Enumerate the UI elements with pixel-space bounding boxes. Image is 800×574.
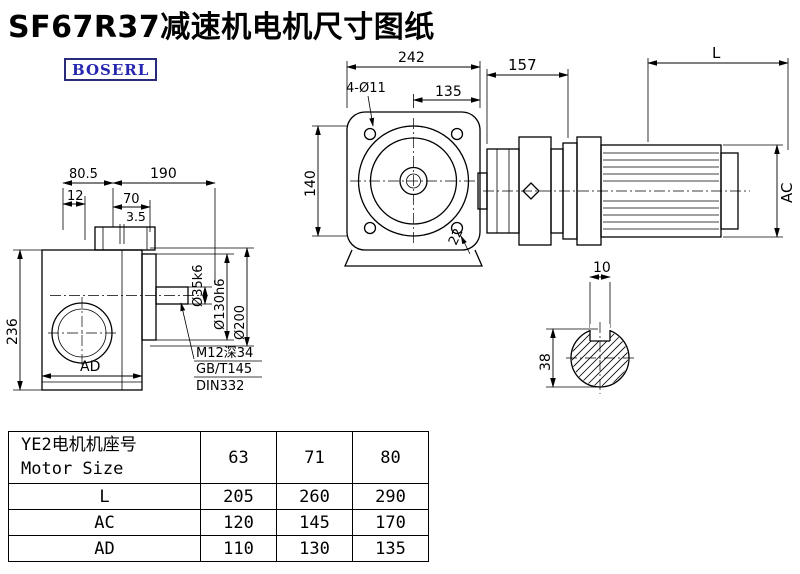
dim-housing-height: 236 [5, 318, 21, 345]
dim-front-height: 140 [303, 170, 319, 197]
cell-value: 145 [276, 509, 353, 536]
dim-shaft-section-dia: 38 [538, 353, 554, 371]
shaft-section-view: 10 38 [538, 260, 634, 394]
table-row-AD: AD 110 130 135 [8, 535, 429, 562]
gearbox-side-view: 80.5 190 12 70 3.5 236 AD Ø35k6 Ø130h6 Ø… [5, 166, 262, 394]
front-view: 242 135 4-Ø11 140 22 [303, 50, 488, 267]
brand-badge: BOSERL [64, 58, 158, 81]
cell-value: 110 [200, 535, 277, 562]
cell-value: 205 [200, 483, 277, 510]
dim-step-1: 12 [67, 189, 84, 204]
row-label: AD [8, 535, 201, 562]
dim-motor-length: L [712, 44, 721, 62]
dim-bolt-holes: 4-Ø11 [346, 81, 386, 96]
cell-value: 130 [276, 535, 353, 562]
cell-value: 135 [352, 535, 429, 562]
dim-key-width: 10 [593, 260, 611, 276]
dimension-table: YE2电机机座号 Motor Size 63 71 80 L 205 260 2… [8, 431, 429, 562]
size-value: 63 [200, 431, 277, 484]
note-std1: GB/T145 [196, 362, 252, 377]
dim-step-3: 3.5 [126, 209, 146, 224]
dim-bolt-offset: 135 [435, 84, 462, 100]
cell-value: 290 [352, 483, 429, 510]
dim-shaft-dia: Ø35k6 [191, 264, 206, 307]
motor-size-label-en: Motor Size [21, 458, 124, 479]
motor-size-label-cn: YE2电机机座号 [21, 434, 137, 455]
row-label: L [8, 483, 201, 510]
dim-foot-width: AD [80, 359, 100, 375]
row-label: AC [8, 509, 201, 536]
dim-step-2: 70 [123, 192, 140, 207]
cell-value: 260 [276, 483, 353, 510]
cell-value: 120 [200, 509, 277, 536]
dim-flange-dia: Ø200 [233, 305, 248, 340]
note-tap: M12深34 [196, 346, 253, 361]
dim-edge: 22 [446, 226, 467, 247]
size-value: 80 [352, 431, 429, 484]
dim-top-width-1: 80.5 [69, 167, 98, 182]
brand-label: BOSERL [72, 61, 150, 79]
page-title: SF67R37减速机电机尺寸图纸 [8, 10, 435, 45]
cell-value: 170 [352, 509, 429, 536]
motor-size-header-cell: YE2电机机座号 Motor Size [8, 431, 201, 484]
motor-side-view: 157 L AC [483, 44, 796, 246]
dim-spigot-dia: Ø130h6 [213, 278, 228, 330]
note-std2: DIN332 [196, 379, 244, 394]
size-value: 71 [276, 431, 353, 484]
dim-adapter-length: 157 [508, 56, 537, 74]
dim-overall-width: 242 [398, 50, 425, 66]
dim-top-width-2: 190 [150, 166, 177, 182]
table-header-row: YE2电机机座号 Motor Size 63 71 80 [8, 431, 429, 484]
table-row-AC: AC 120 145 170 [8, 509, 429, 536]
dim-motor-diameter: AC [778, 183, 796, 203]
table-row-L: L 205 260 290 [8, 483, 429, 510]
